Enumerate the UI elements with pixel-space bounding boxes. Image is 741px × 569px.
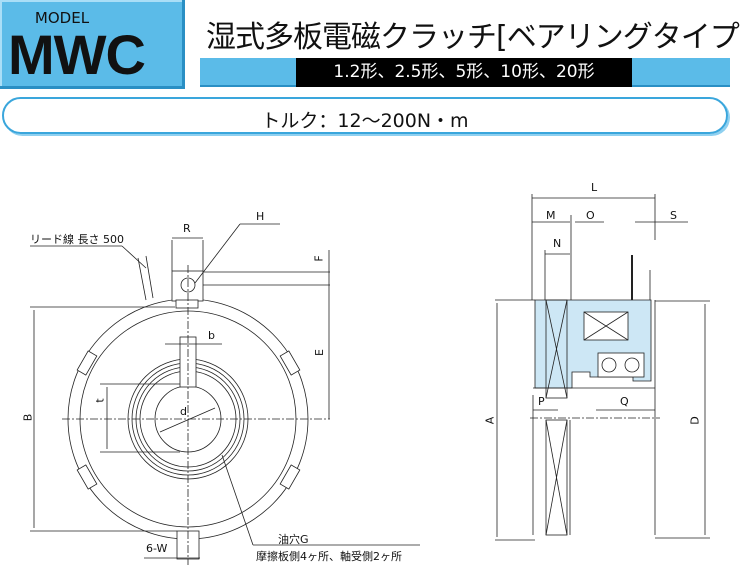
dim-Q: Q <box>620 395 629 408</box>
oil-hole-note: 摩擦板側4ヶ所、軸受側2ヶ所 <box>256 550 402 563</box>
dim-H: H <box>256 210 265 223</box>
dim-E: E <box>312 349 326 356</box>
dim-P: P <box>538 395 545 408</box>
dim-R: R <box>183 222 191 235</box>
product-title: 湿式多板電磁クラッチ[ベアリングタイプ] <box>206 20 741 55</box>
dim-b: b <box>208 329 215 342</box>
dim-N: N <box>553 237 562 250</box>
dim-L: L <box>591 181 598 194</box>
dim-A: A <box>483 416 497 425</box>
dim-D: D <box>688 416 702 425</box>
oil-hole-label: 油穴G <box>278 533 309 546</box>
sizes-band: 1.2形、2.5形、5形、10形、20形 <box>296 58 632 87</box>
dim-S: S <box>670 209 677 222</box>
dim-W: 6-W <box>146 542 168 555</box>
side-view <box>495 194 710 541</box>
model-badge: MODEL MWC <box>0 0 185 89</box>
dim-B: B <box>21 413 35 422</box>
torque-banner: トルク：12〜200N・m <box>2 97 728 134</box>
dim-F: F <box>312 255 326 262</box>
torque-text: トルク：12〜200N・m <box>261 110 469 132</box>
model-name: MWC <box>8 23 146 86</box>
dim-O: O <box>586 209 595 222</box>
front-view <box>30 223 420 565</box>
lead-wire-label: リード線 長さ 500 <box>30 233 124 246</box>
dim-M: M <box>546 209 556 222</box>
model-label: MODEL <box>34 9 90 27</box>
dim-t: t <box>93 398 107 403</box>
dim-d: d <box>180 405 187 418</box>
